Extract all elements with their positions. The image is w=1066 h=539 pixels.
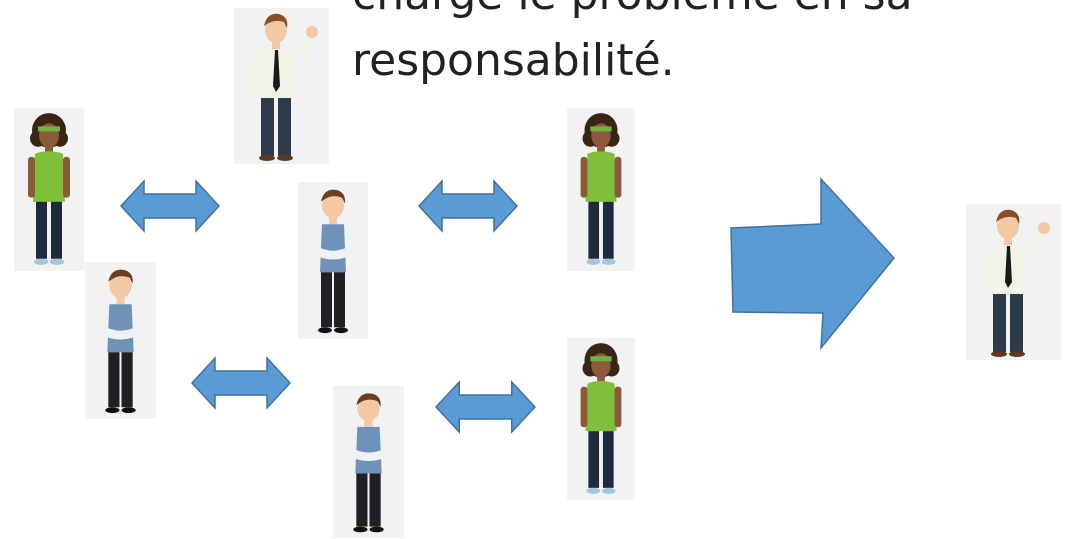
right-arrow-icon [729, 178, 896, 350]
double-arrow-icon [435, 381, 536, 433]
slide-text-line-1: charge le problème en sa [352, 0, 972, 28]
woman-green-shirt-icon [567, 338, 635, 500]
woman-green-shirt-icon [14, 108, 84, 271]
man-blue-vest-icon [333, 386, 404, 538]
man-blue-vest-icon [298, 182, 368, 339]
slide-text: charge le problème en sa responsabilité. [352, 0, 972, 94]
double-arrow-icon [418, 180, 518, 232]
man-waving-icon [234, 8, 329, 164]
double-arrow-icon [120, 180, 220, 232]
double-arrow-icon [191, 357, 291, 409]
slide-text-line-2: responsabilité. [352, 35, 675, 86]
woman-green-shirt-icon [567, 108, 635, 271]
man-blue-vest-icon [85, 262, 156, 419]
man-waving-icon [966, 204, 1061, 360]
